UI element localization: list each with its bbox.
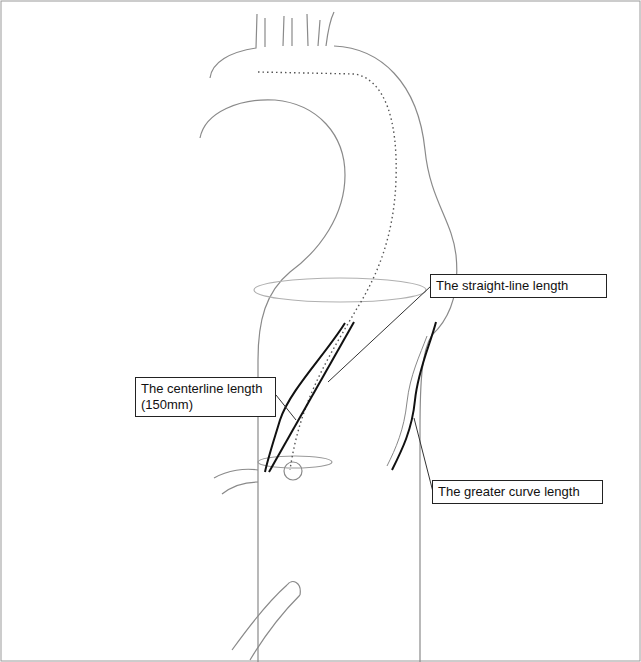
outer-wall xyxy=(334,46,457,662)
callout-box: The greater curve length xyxy=(432,480,603,504)
centerline-dotted xyxy=(258,72,396,470)
leader-line xyxy=(328,286,431,382)
section-ring xyxy=(254,278,426,302)
branch-vessels xyxy=(232,582,300,660)
greater-curve-measure xyxy=(392,322,436,470)
callout-box: The straight-line length xyxy=(430,274,607,298)
centerline-measure xyxy=(265,323,345,472)
callout-box: The centerline length (150mm) xyxy=(135,377,276,417)
callout-text: The centerline length (150mm) xyxy=(141,381,270,413)
branch-vessels xyxy=(326,12,334,46)
callout-text: The straight-line length xyxy=(436,278,601,294)
aorta-outline xyxy=(200,12,457,662)
celiac-ostium xyxy=(284,462,302,480)
branch-vessels xyxy=(214,469,258,494)
leader-line xyxy=(414,418,433,492)
straight-line-measure xyxy=(269,322,354,472)
branch-vessels xyxy=(265,14,320,47)
arch-wall xyxy=(210,14,257,78)
leader-line xyxy=(276,395,296,420)
callout-text: The greater curve length xyxy=(438,484,597,500)
